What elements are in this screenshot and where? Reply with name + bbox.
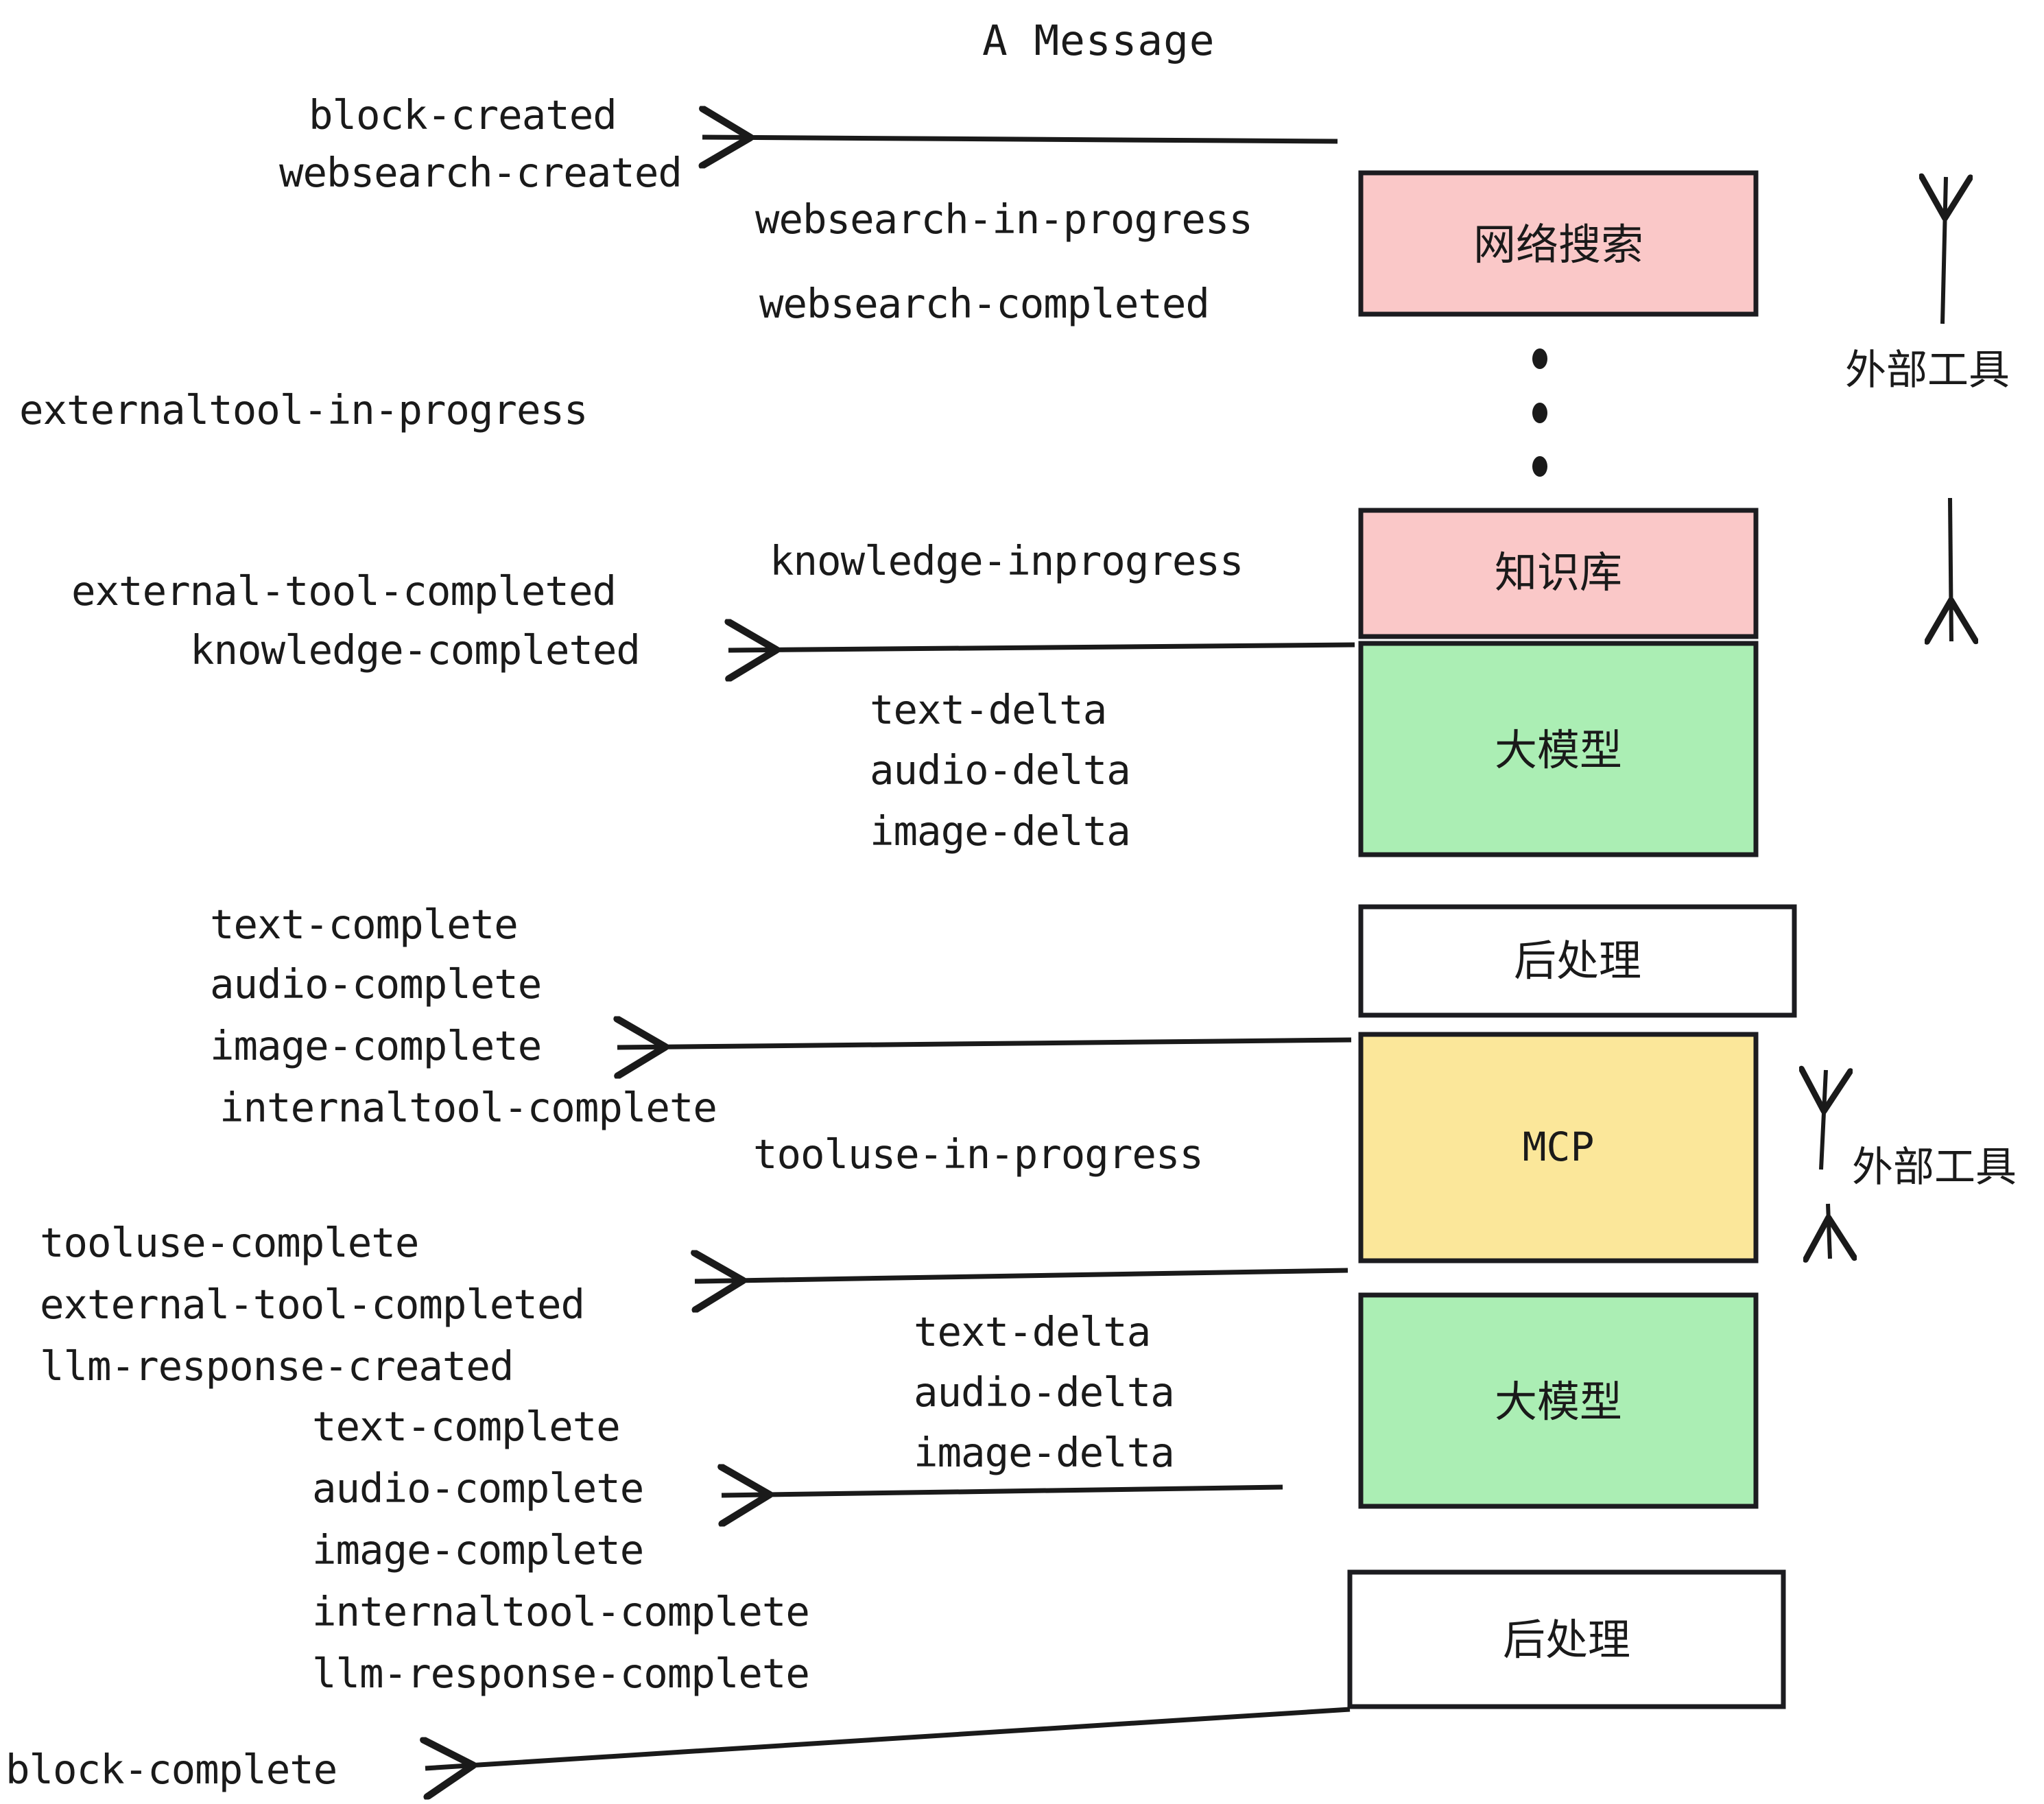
box-llm-bottom-label: 大模型 bbox=[1495, 1377, 1622, 1427]
event-image-delta-2: image-delta bbox=[914, 1429, 1174, 1476]
external-tool-bracket-top bbox=[1942, 177, 1951, 641]
event-llm-response-created: llm-response-created bbox=[40, 1342, 513, 1390]
box-postprocess-top[interactable] bbox=[1358, 904, 1797, 1018]
event-image-complete-2: image-complete bbox=[312, 1526, 643, 1574]
event-websearch-completed: websearch-completed bbox=[759, 280, 1209, 327]
event-internaltool-complete-1: internaltool-complete bbox=[219, 1084, 717, 1131]
box-knowledge-label: 知识库 bbox=[1495, 547, 1622, 597]
event-external-tool-completed-2: external-tool-completed bbox=[40, 1281, 584, 1328]
event-llm-response-complete: llm-response-complete bbox=[312, 1650, 809, 1697]
event-audio-delta-1: audio-delta bbox=[870, 746, 1130, 794]
event-text-complete-2: text-complete bbox=[312, 1403, 620, 1450]
event-knowledge-inprogress: knowledge-inprogress bbox=[770, 537, 1243, 584]
box-llm-top[interactable] bbox=[1358, 641, 1759, 857]
arrow-postprocess-to-image-complete bbox=[617, 1040, 1352, 1047]
arrow-knowledge-to-completed bbox=[728, 645, 1355, 650]
external-tool-label-bottom: 外部工具 bbox=[1852, 1143, 2017, 1191]
event-audio-delta-2: audio-delta bbox=[914, 1368, 1174, 1416]
vertical-ellipsis-icon bbox=[1532, 348, 1547, 477]
box-postprocess-bottom-label: 后处理 bbox=[1503, 1615, 1630, 1665]
event-audio-complete-1: audio-complete bbox=[210, 960, 541, 1008]
event-block-created: block-created bbox=[309, 91, 617, 139]
arrow-postprocess-to-block-complete bbox=[425, 1707, 1351, 1768]
box-postprocess-top-label: 后处理 bbox=[1514, 936, 1641, 986]
box-mcp[interactable] bbox=[1358, 1032, 1759, 1263]
box-llm-bottom[interactable] bbox=[1358, 1292, 1759, 1509]
event-text-delta-1: text-delta bbox=[870, 686, 1106, 733]
box-websearch[interactable] bbox=[1358, 170, 1759, 317]
page-title: A Message bbox=[982, 16, 1215, 65]
external-tool-label-top: 外部工具 bbox=[1845, 346, 2010, 394]
event-text-complete-1: text-complete bbox=[210, 901, 518, 948]
event-audio-complete-2: audio-complete bbox=[312, 1464, 643, 1512]
event-image-complete-1: image-complete bbox=[210, 1022, 541, 1069]
event-tooluse-in-progress: tooluse-in-progress bbox=[753, 1130, 1203, 1178]
external-tool-bracket-bottom bbox=[1821, 1070, 1830, 1259]
event-externaltool-in-progress: externaltool-in-progress bbox=[19, 386, 588, 434]
event-block-complete: block-complete bbox=[5, 1746, 337, 1793]
box-llm-top-label: 大模型 bbox=[1495, 725, 1622, 775]
event-image-delta-1: image-delta bbox=[870, 807, 1130, 855]
event-websearch-in-progress: websearch-in-progress bbox=[755, 195, 1252, 243]
event-internaltool-complete-2: internaltool-complete bbox=[312, 1588, 809, 1635]
arrow-mcp-to-tooluse-complete bbox=[695, 1270, 1348, 1281]
box-mcp-label: MCP bbox=[1523, 1124, 1595, 1170]
event-knowledge-completed: knowledge-completed bbox=[190, 626, 640, 674]
box-knowledge[interactable] bbox=[1358, 508, 1759, 639]
arrow-websearch-to-block-created bbox=[702, 137, 1338, 141]
event-tooluse-complete: tooluse-complete bbox=[40, 1219, 418, 1266]
event-text-delta-2: text-delta bbox=[914, 1308, 1150, 1355]
event-websearch-created: websearch-created bbox=[279, 149, 682, 196]
event-external-tool-completed-1: external-tool-completed bbox=[71, 567, 616, 615]
box-postprocess-bottom[interactable] bbox=[1347, 1569, 1786, 1709]
box-websearch-label: 网络搜索 bbox=[1473, 219, 1643, 270]
arrow-llm-to-audio-complete bbox=[722, 1487, 1283, 1495]
